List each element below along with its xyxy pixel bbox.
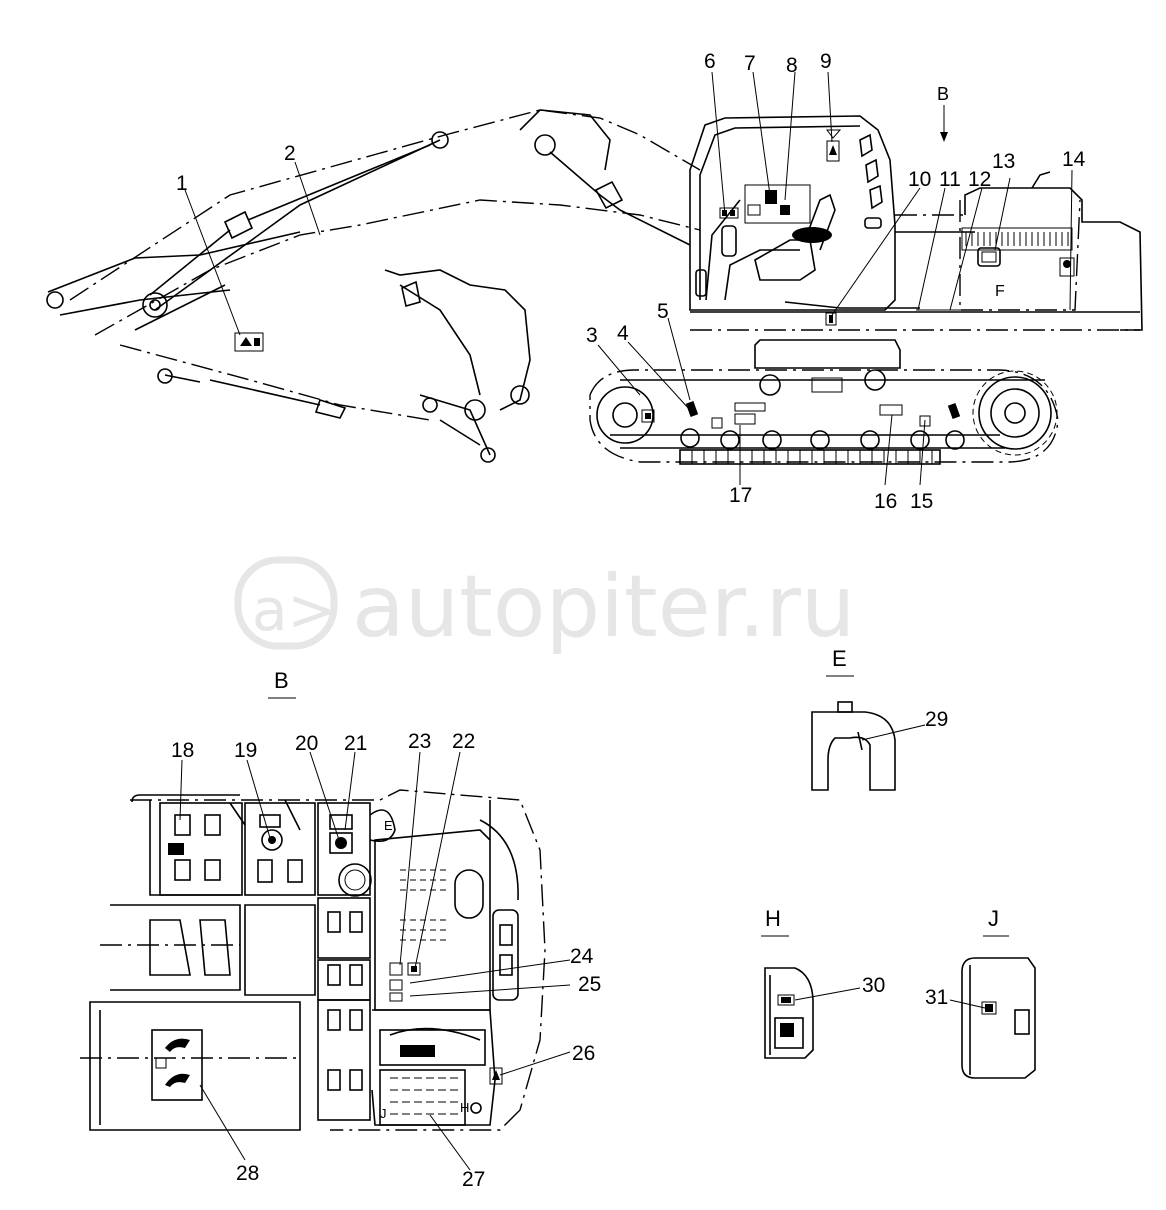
callout-2: 2 xyxy=(284,142,296,165)
callout-21: 21 xyxy=(344,732,367,755)
view-mark-H: H xyxy=(460,1100,469,1115)
side-view-attachment xyxy=(46,109,701,463)
callout-26: 26 xyxy=(572,1042,595,1065)
callout-22: 22 xyxy=(452,730,475,753)
callout-3: 3 xyxy=(586,324,598,347)
callout-8: 8 xyxy=(786,54,798,77)
watermark-text: autopiter.ru xyxy=(352,557,855,657)
view-titles: B B E H J xyxy=(268,84,1009,937)
leader-lines-top xyxy=(179,751,571,1171)
callout-27: 27 xyxy=(462,1168,485,1191)
view-mark-J: J xyxy=(380,1106,387,1121)
side-view-undercarriage xyxy=(589,339,1059,465)
watermark-logo: a> xyxy=(252,576,336,644)
callout-12: 12 xyxy=(968,168,991,191)
leader-lines-side xyxy=(184,71,1073,486)
callout-11: 11 xyxy=(939,168,961,191)
callout-30: 30 xyxy=(862,974,885,997)
callout-14: 14 xyxy=(1062,148,1086,171)
view-arrow-label-B: B xyxy=(937,84,949,104)
watermark: a> autopiter.ru xyxy=(234,556,855,657)
side-view-upper: F xyxy=(690,105,1143,331)
view-title-B: B xyxy=(274,668,289,693)
hood-vents xyxy=(961,227,1073,251)
callout-17: 17 xyxy=(729,484,752,507)
callout-15: 15 xyxy=(910,490,933,513)
detail-E xyxy=(811,701,926,791)
callout-25: 25 xyxy=(578,973,601,996)
callout-19: 19 xyxy=(234,739,257,762)
side-view-cab xyxy=(689,115,896,311)
watermark-logo-frame xyxy=(234,556,338,650)
view-mark-E: E xyxy=(384,818,393,833)
callout-numbers: 1 2 3 4 5 6 7 8 9 10 11 12 13 14 15 16 1… xyxy=(171,50,1086,1191)
callout-24: 24 xyxy=(570,945,594,968)
callout-9: 9 xyxy=(820,50,832,73)
callout-23: 23 xyxy=(408,730,431,753)
top-view-B: E xyxy=(80,789,546,1131)
view-title-E: E xyxy=(832,646,847,671)
view-title-H: H xyxy=(765,906,781,931)
callout-10: 10 xyxy=(908,168,931,191)
callout-18: 18 xyxy=(171,739,194,762)
callout-13: 13 xyxy=(992,150,1015,173)
track-rollers xyxy=(680,428,965,450)
callout-16: 16 xyxy=(874,490,897,513)
callout-6: 6 xyxy=(704,50,716,73)
view-mark-F: F xyxy=(995,283,1005,300)
callout-4: 4 xyxy=(617,322,629,345)
callout-20: 20 xyxy=(295,732,318,755)
view-title-J: J xyxy=(988,906,999,931)
callout-29: 29 xyxy=(925,708,948,731)
callout-31: 31 xyxy=(925,986,948,1009)
callout-7: 7 xyxy=(744,52,756,75)
callout-1: 1 xyxy=(176,172,188,195)
detail-J xyxy=(949,957,1036,1079)
callout-5: 5 xyxy=(657,300,669,323)
callout-28: 28 xyxy=(236,1162,259,1185)
detail-H xyxy=(764,967,861,1059)
